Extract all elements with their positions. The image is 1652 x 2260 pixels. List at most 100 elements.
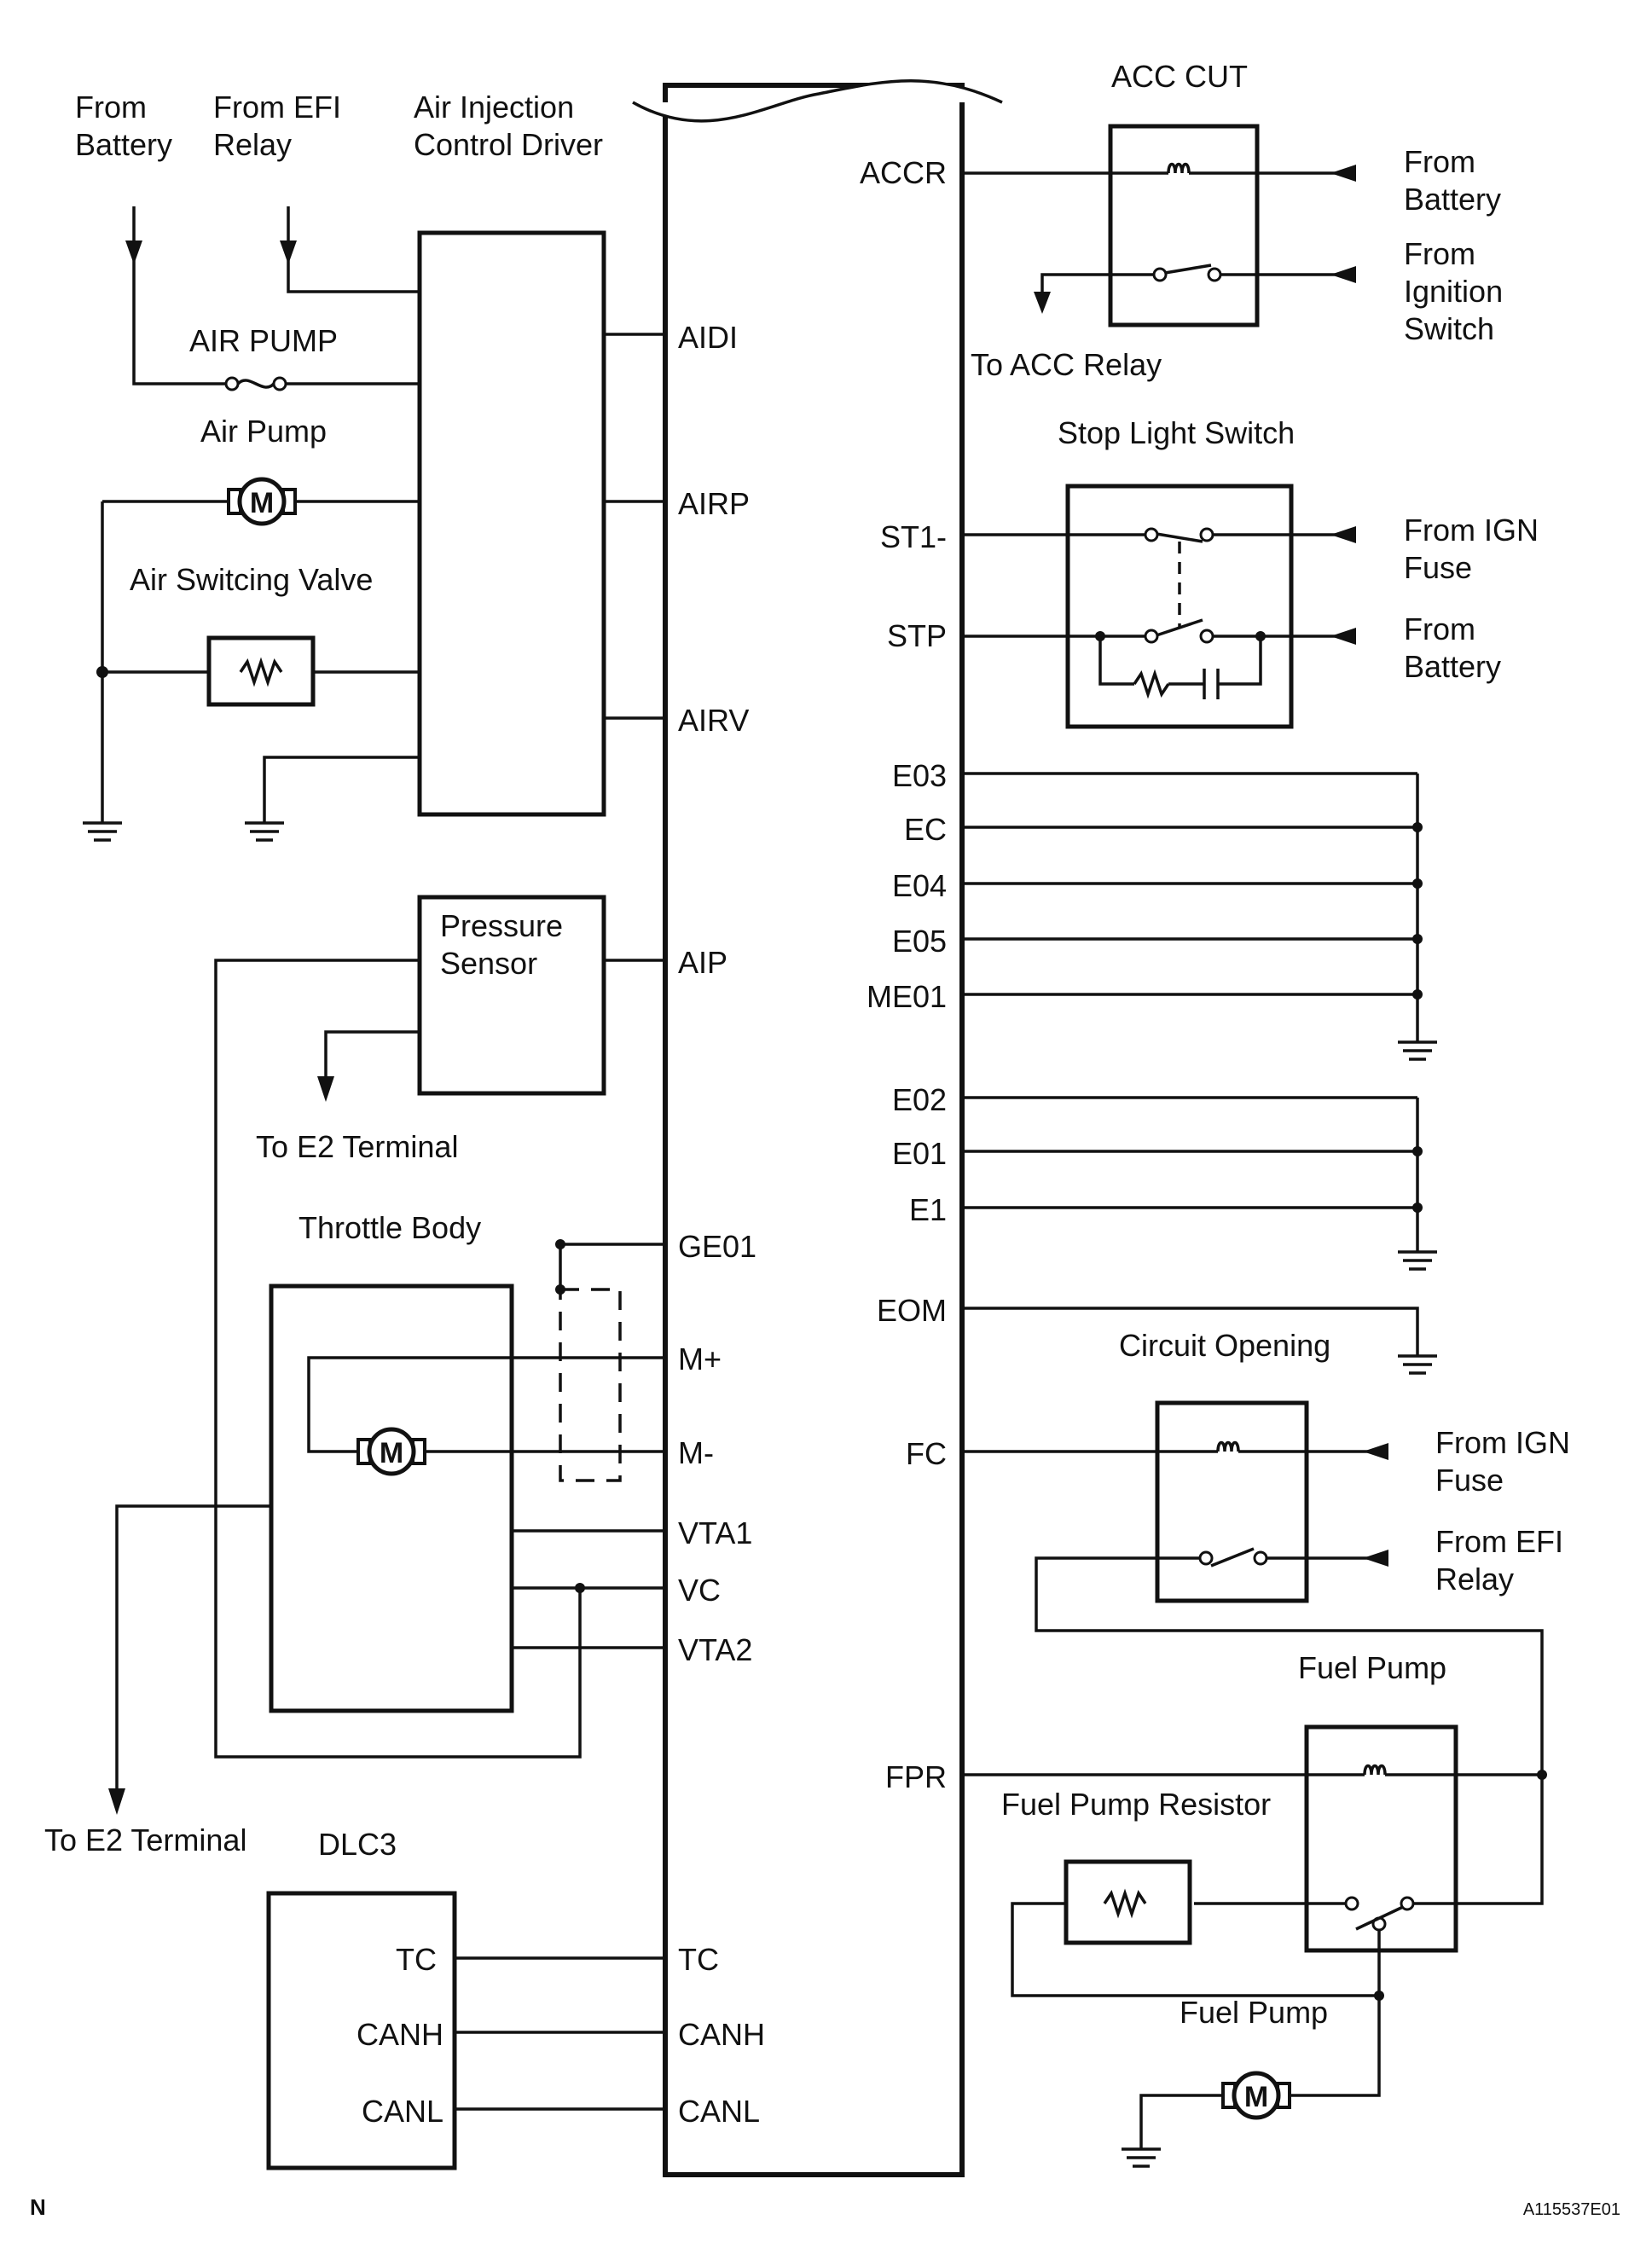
pin-ec: EC xyxy=(904,812,947,847)
battery-feed-arrow xyxy=(125,206,226,385)
air-injection-driver-box xyxy=(417,230,606,817)
pin-canh: CANH xyxy=(678,2017,765,2052)
pin-m-plus: M+ xyxy=(678,1342,722,1376)
pin-stp: STP xyxy=(887,618,947,653)
acc-from-battery-2: Battery xyxy=(1404,182,1501,217)
pin-m-minus: M- xyxy=(678,1435,714,1470)
from-battery-label-1: From xyxy=(75,90,147,125)
corner-mark: N xyxy=(30,2194,46,2220)
co-from-ign-fuse-2: Fuse xyxy=(1435,1463,1504,1498)
acc-from-ignition-1: From xyxy=(1404,236,1475,271)
ground-icon-air-driver xyxy=(245,756,420,842)
air-pump-label: Air Pump xyxy=(200,414,327,449)
co-from-efi-relay-1: From EFI xyxy=(1435,1524,1563,1559)
ge01-shield xyxy=(555,1239,665,1482)
slw-from-battery-2: Battery xyxy=(1404,649,1501,684)
air-pump-fuse-icon xyxy=(224,376,420,391)
pin-vta1: VTA1 xyxy=(678,1515,752,1550)
dlc3-pin-canh: CANH xyxy=(356,2017,443,2052)
pin-eom: EOM xyxy=(877,1293,947,1328)
fuel-pump-motor-icon: M xyxy=(1122,1996,1381,2168)
pin-e03: E03 xyxy=(892,758,947,793)
pin-e04: E04 xyxy=(892,868,947,903)
air-pump-fuse-label: AIR PUMP xyxy=(189,323,338,358)
pin-fc: FC xyxy=(906,1436,947,1471)
pin-vta2: VTA2 xyxy=(678,1632,752,1667)
pin-airp: AIRP xyxy=(678,486,750,521)
fuel-pump-relay-switch-icon xyxy=(1194,1775,1544,2001)
acc-cut-relay-box xyxy=(1108,124,1260,327)
figure-code: A115537E01 xyxy=(1523,2200,1620,2219)
fuel-pump-relay-coil-icon xyxy=(962,1764,1547,1780)
circuit-opening-coil-icon xyxy=(962,1440,1388,1460)
acc-cut-label: ACC CUT xyxy=(1111,59,1248,94)
circuit-opening-label: Circuit Opening xyxy=(1119,1328,1330,1363)
pin-e01: E01 xyxy=(892,1136,947,1171)
dlc3-pin-canl: CANL xyxy=(362,2094,443,2129)
pin-tc: TC xyxy=(678,1942,719,1977)
ground-bus-2 xyxy=(962,1096,1437,1271)
pin-vc: VC xyxy=(678,1573,721,1608)
efi-relay-feed-arrow xyxy=(280,206,420,293)
pin-e02: E02 xyxy=(892,1082,947,1117)
ground-icon-air-left xyxy=(83,501,122,842)
acc-from-ignition-2: Ignition xyxy=(1404,274,1503,309)
ecu-left-pins: AIDI AIRP AIRV AIP GE01 M+ M- VTA1 VC VT… xyxy=(678,320,765,2129)
ground-eom xyxy=(962,1307,1437,1375)
acc-from-ignition-3: Switch xyxy=(1404,311,1494,346)
pin-aidi: AIDI xyxy=(678,320,738,355)
acc-cut-coil-icon xyxy=(962,162,1356,182)
to-e2-terminal-label-2: To E2 Terminal xyxy=(44,1822,246,1857)
ecu-break-mark xyxy=(632,79,1003,123)
pin-airv: AIRV xyxy=(678,703,749,738)
acc-cut-switch-icon xyxy=(1034,264,1356,314)
from-efi-relay-label-2: Relay xyxy=(213,127,292,162)
dlc3-label: DLC3 xyxy=(318,1827,397,1862)
dlc3-box xyxy=(266,1891,457,2170)
air-pump-motor-letter: M xyxy=(250,487,274,519)
pin-e1: E1 xyxy=(909,1192,947,1227)
co-from-efi-relay-2: Relay xyxy=(1435,1562,1514,1596)
stop-light-switch-label: Stop Light Switch xyxy=(1058,415,1295,450)
circuit-opening-relay-box xyxy=(1155,1400,1309,1603)
co-from-ign-fuse-1: From IGN xyxy=(1435,1425,1570,1460)
air-injection-driver-label-1: Air Injection xyxy=(414,90,574,125)
ecu-block xyxy=(632,79,1003,2177)
pin-accr: ACCR xyxy=(860,155,947,190)
to-acc-relay-label: To ACC Relay xyxy=(971,347,1162,382)
pin-fpr: FPR xyxy=(885,1759,947,1794)
air-pump-motor-icon: M xyxy=(102,477,420,526)
circuit-opening-switch-icon xyxy=(1035,1547,1544,1774)
fuel-pump-relay-box xyxy=(1304,1724,1458,1953)
air-injection-driver-label-2: Control Driver xyxy=(414,127,603,162)
throttle-body-label: Throttle Body xyxy=(299,1210,481,1245)
pin-aip: AIP xyxy=(678,945,727,980)
air-switching-valve-icon xyxy=(96,635,420,707)
slw-from-ign-fuse-1: From IGN xyxy=(1404,513,1539,548)
air-switching-valve-label: Air Switcing Valve xyxy=(130,562,373,597)
throttle-body-box xyxy=(269,1284,514,1713)
ecu-right-pins: ACCR ST1- STP E03 EC E04 E05 ME01 E02 E0… xyxy=(860,155,947,1794)
fuel-pump-motor-label: Fuel Pump xyxy=(1180,1995,1328,2030)
pressure-sensor-label-1: Pressure xyxy=(440,908,563,943)
throttle-motor-circuit: M xyxy=(307,1356,665,1476)
fuel-pump-resistor-label: Fuel Pump Resistor xyxy=(1001,1787,1271,1822)
from-efi-relay-label-1: From EFI xyxy=(213,90,341,125)
dlc3-pin-tc: TC xyxy=(396,1942,437,1977)
slw-from-battery-1: From xyxy=(1404,611,1475,646)
throttle-motor-letter: M xyxy=(380,1437,403,1469)
pin-st1-minus: ST1- xyxy=(880,519,947,554)
fuel-pump-resistor-icon xyxy=(1011,1888,1379,1997)
to-e2-terminal-label-1: To E2 Terminal xyxy=(256,1129,458,1164)
pressure-sensor-label-2: Sensor xyxy=(440,946,537,981)
slw-from-ign-fuse-2: Fuse xyxy=(1404,550,1472,585)
from-battery-label-2: Battery xyxy=(75,127,172,162)
pin-ge01: GE01 xyxy=(678,1229,756,1264)
pin-canl: CANL xyxy=(678,2094,760,2129)
fuel-pump-relay-label: Fuel Pump xyxy=(1298,1650,1446,1685)
pressure-sensor-box xyxy=(417,895,606,1096)
to-e2-arrow-1 xyxy=(317,1030,420,1102)
pin-me01: ME01 xyxy=(867,979,947,1014)
pin-e05: E05 xyxy=(892,924,947,959)
